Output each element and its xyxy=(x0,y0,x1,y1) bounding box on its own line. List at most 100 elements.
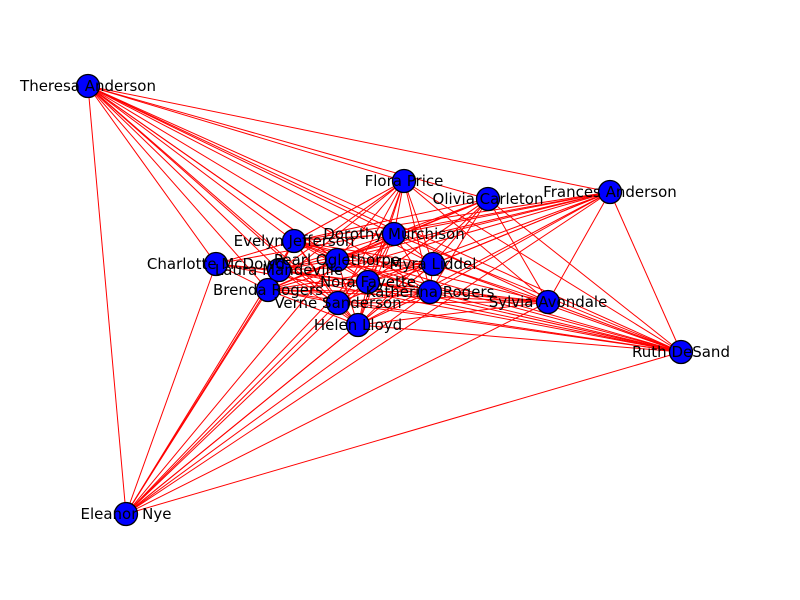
edge-brenda-sylvia xyxy=(267,289,549,303)
edge-theresa-flora xyxy=(87,85,405,182)
edge-flora-evelyn xyxy=(293,180,405,242)
edge-frances-ruth xyxy=(609,191,682,353)
edge-myra-brenda xyxy=(267,263,434,291)
edge-katherina-sylvia xyxy=(429,291,549,303)
node-label-myra: Myra Liddel xyxy=(390,255,477,273)
edge-theresa-laura xyxy=(87,85,280,271)
node-frances xyxy=(597,179,623,205)
edge-frances-nora xyxy=(367,191,611,283)
node-layer xyxy=(75,73,694,527)
edge-verne-ruth xyxy=(337,302,682,353)
node-label-sylvia: Sylvia Avondale xyxy=(489,293,608,311)
node-verne xyxy=(325,290,351,316)
edge-laura-myra xyxy=(278,263,434,271)
node-label-verne: Verne Sanderson xyxy=(274,294,401,312)
edge-helen-eleanor xyxy=(125,324,359,515)
edge-katherina-eleanor xyxy=(125,291,431,515)
node-sylvia xyxy=(535,289,561,315)
edge-theresa-charlotte xyxy=(87,85,217,265)
edge-olivia-sylvia xyxy=(487,198,549,303)
edge-nora-sylvia xyxy=(367,281,549,303)
edge-theresa-ruth xyxy=(87,85,682,353)
edge-katherina-verne xyxy=(337,291,431,304)
node-label-pearl: Pearl Oglethorpe xyxy=(274,251,400,269)
edge-flora-pearl xyxy=(336,180,405,261)
edge-layer xyxy=(87,85,682,515)
edge-flora-verne xyxy=(337,180,405,304)
node-olivia xyxy=(475,186,501,212)
edge-flora-ruth xyxy=(403,180,682,353)
node-ruth xyxy=(668,339,694,365)
edge-theresa-brenda xyxy=(87,85,269,291)
edge-brenda-eleanor xyxy=(125,289,269,515)
edge-brenda-helen xyxy=(267,289,359,326)
node-label-dorothy: Dorothy Murchison xyxy=(323,225,464,243)
node-label-laura: Laura Mandeville xyxy=(215,261,343,279)
node-charlotte xyxy=(203,251,229,277)
edge-pearl-ruth xyxy=(336,259,682,353)
node-nora xyxy=(355,269,381,295)
node-eleanor xyxy=(113,501,139,527)
edge-sylvia-eleanor xyxy=(125,301,549,515)
edge-olivia-myra xyxy=(432,198,489,265)
edge-evelyn-helen xyxy=(293,240,359,326)
edge-verne-eleanor xyxy=(125,302,339,515)
edge-theresa-dorothy xyxy=(87,85,395,235)
edge-charlotte-eleanor xyxy=(125,263,217,515)
edge-theresa-frances xyxy=(87,85,611,193)
node-label-charlotte: Charlotte McDowd xyxy=(147,255,285,273)
node-label-katherina: Katherina Rogers xyxy=(366,283,495,301)
edge-olivia-katherina xyxy=(429,198,489,293)
edge-frances-sylvia xyxy=(547,191,611,303)
edge-flora-laura xyxy=(278,180,405,271)
node-dorothy xyxy=(381,221,407,247)
node-label-eleanor: Eleanor Nye xyxy=(80,505,171,523)
edge-pearl-eleanor xyxy=(125,259,338,515)
edge-flora-helen xyxy=(357,180,405,326)
edge-olivia-evelyn xyxy=(293,198,489,242)
edge-theresa-olivia xyxy=(87,85,489,200)
node-label-brenda: Brenda Rogers xyxy=(213,281,323,299)
edge-evelyn-charlotte xyxy=(215,240,295,265)
edge-katherina-helen xyxy=(357,291,431,326)
node-myra xyxy=(420,251,446,277)
node-pearl xyxy=(324,247,350,273)
node-label-frances: Frances Anderson xyxy=(543,183,677,201)
node-label-ruth: Ruth DeSand xyxy=(632,343,730,361)
edge-brenda-katherina xyxy=(267,289,431,293)
node-label-olivia: Olivia Carleton xyxy=(433,190,544,208)
edge-verne-sylvia xyxy=(337,301,549,304)
edge-nora-eleanor xyxy=(125,281,369,515)
edge-helen-ruth xyxy=(357,324,682,353)
node-laura xyxy=(266,257,292,283)
edge-olivia-ruth xyxy=(487,198,682,353)
node-label-flora: Flora Price xyxy=(365,172,444,190)
node-helen xyxy=(345,312,371,338)
edge-theresa-eleanor xyxy=(87,85,127,515)
edge-pearl-myra xyxy=(336,259,434,265)
edge-nora-brenda xyxy=(267,281,369,291)
edge-theresa-evelyn xyxy=(87,85,295,242)
edge-flora-myra xyxy=(403,180,434,265)
node-evelyn xyxy=(281,228,307,254)
edge-frances-eleanor xyxy=(125,191,611,515)
node-label-theresa: Theresa Anderson xyxy=(19,77,156,95)
node-label-evelyn: Evelyn Jefferson xyxy=(234,232,355,250)
edge-frances-charlotte xyxy=(215,191,611,265)
edge-dorothy-ruth xyxy=(393,233,682,353)
edge-dorothy-evelyn xyxy=(293,233,395,242)
node-brenda xyxy=(255,277,281,303)
node-flora xyxy=(391,168,417,194)
edge-sylvia-helen xyxy=(357,301,549,326)
edge-evelyn-myra xyxy=(293,240,434,265)
edge-theresa-katherina xyxy=(87,85,431,293)
node-label-nora: Nora Fayette xyxy=(320,273,416,291)
edge-frances-katherina xyxy=(429,191,611,293)
edge-sylvia-ruth xyxy=(547,301,682,353)
node-label-helen: Helen Lloyd xyxy=(314,316,402,334)
edge-frances-evelyn xyxy=(293,191,611,242)
node-theresa xyxy=(75,73,101,99)
